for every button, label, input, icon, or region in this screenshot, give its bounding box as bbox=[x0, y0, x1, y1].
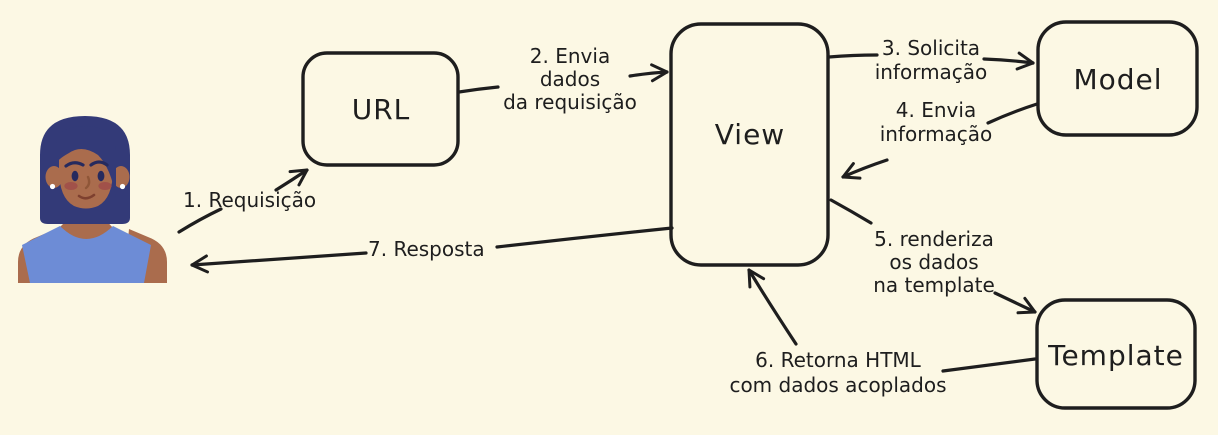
avatar-nose bbox=[84, 175, 91, 190]
arrow-step-4-tail bbox=[986, 102, 1039, 125]
arrow-step-4-head bbox=[841, 158, 889, 180]
avatar-right-eye bbox=[97, 170, 105, 182]
avatar-right-cheek bbox=[98, 182, 112, 190]
arrow-step-5-label-line1: 5. renderiza bbox=[874, 227, 994, 251]
arrow-step-5-label-line2: os dados bbox=[889, 250, 978, 274]
node-model-box bbox=[1036, 20, 1199, 137]
avatar-shirt bbox=[22, 226, 151, 283]
avatar-left-earring bbox=[49, 183, 56, 190]
arrow-step-4-label-line2: informação bbox=[880, 122, 993, 146]
node-model: Model bbox=[1036, 20, 1199, 137]
arrow-step-3-tail bbox=[827, 53, 879, 59]
node-url-label: URL bbox=[352, 93, 411, 126]
node-template: Template bbox=[1035, 298, 1197, 410]
arrow-step-6-tail bbox=[941, 357, 1037, 373]
avatar-right-eyebrow bbox=[89, 160, 109, 167]
arrow-step-7-tail bbox=[495, 226, 674, 249]
avatar-right-earring bbox=[119, 183, 126, 190]
arrow-step-3-label-line2: informação bbox=[875, 60, 988, 84]
arrow-step-2-head bbox=[628, 63, 669, 83]
arrow-step-3-label-line1: 3. Solicita bbox=[882, 36, 980, 60]
arrow-step-6-label-line1: 6. Retorna HTML bbox=[755, 348, 921, 372]
arrow-step-2-tail bbox=[457, 85, 500, 94]
node-model-label: Model bbox=[1073, 63, 1162, 96]
arrow-step-7-head bbox=[190, 251, 368, 274]
node-template-label: Template bbox=[1047, 339, 1184, 372]
arrow-step-2-label-line3: da requisição bbox=[503, 90, 637, 114]
avatar-left-ear bbox=[45, 166, 63, 188]
arrow-step-1-tail bbox=[177, 207, 223, 234]
arrow-step-1-head bbox=[274, 168, 309, 192]
arrow-step-6: 6. Retorna HTML com dados acoplados bbox=[729, 268, 1037, 397]
arrow-step-6-head bbox=[747, 268, 798, 346]
avatar-mouth bbox=[77, 193, 96, 200]
node-url-box bbox=[301, 51, 460, 167]
arrow-step-3: 3. Solicita informação bbox=[827, 36, 1035, 84]
node-template-box bbox=[1035, 298, 1197, 410]
arrow-step-7-label: 7. Resposta bbox=[368, 237, 485, 261]
arrow-step-6-label-line2: com dados acoplados bbox=[729, 373, 946, 397]
avatar-hair-fringe bbox=[56, 126, 116, 198]
avatar-right-ear bbox=[112, 166, 130, 188]
node-view: View bbox=[669, 22, 830, 267]
avatar-left-cheek bbox=[64, 182, 78, 190]
arrow-step-2: 2. Envia dados da requisição bbox=[457, 44, 669, 114]
user-avatar bbox=[18, 116, 167, 283]
arrow-step-5-head bbox=[993, 291, 1037, 315]
arrow-step-5-label-line3: na template bbox=[873, 273, 995, 297]
arrow-step-7: 7. Resposta bbox=[190, 226, 674, 274]
arrow-step-4: 4. Envia informação bbox=[841, 98, 1039, 180]
arrow-step-1-label: 1. Requisição bbox=[183, 188, 316, 212]
avatar-left-eye bbox=[71, 170, 79, 182]
arrow-step-2-label-line2: dados bbox=[540, 67, 600, 91]
arrow-step-1: 1. Requisição bbox=[177, 168, 316, 234]
node-view-box bbox=[669, 22, 830, 267]
arrow-step-3-head bbox=[982, 51, 1035, 71]
node-view-label: View bbox=[715, 118, 785, 151]
arrow-step-2-label-line1: 2. Envia bbox=[530, 44, 610, 68]
node-url: URL bbox=[301, 51, 460, 167]
avatar-left-eyebrow bbox=[64, 161, 85, 168]
arrow-step-5: 5. renderiza os dados na template bbox=[829, 198, 1037, 315]
arrow-step-5-tail bbox=[829, 198, 873, 225]
arrow-step-4-label-line1: 4. Envia bbox=[896, 98, 976, 122]
